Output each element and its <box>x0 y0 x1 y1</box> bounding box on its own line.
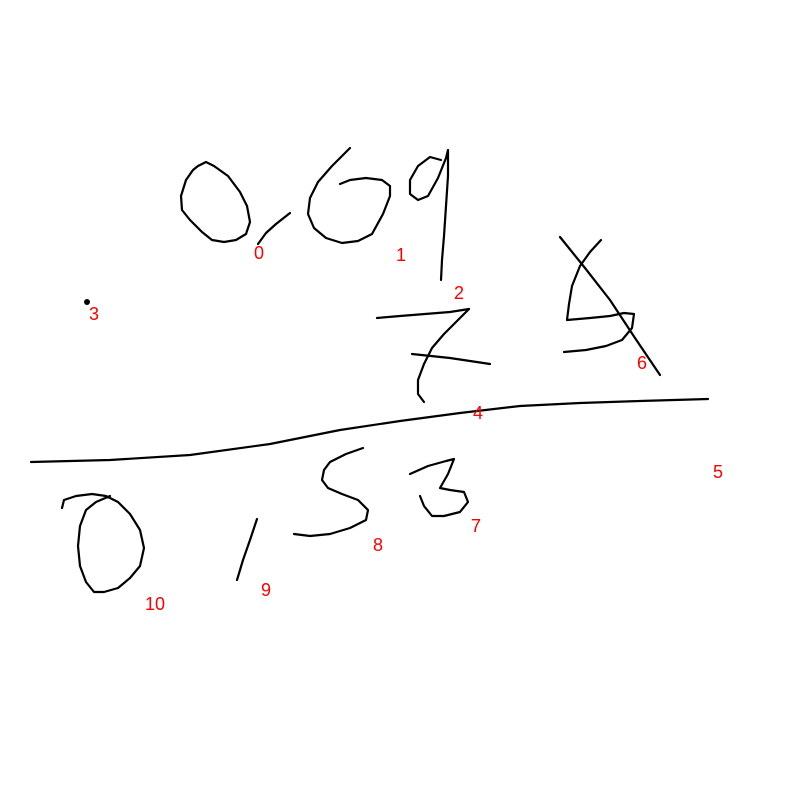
stroke-label-8: 8 <box>373 535 384 555</box>
ink-stroke-1 <box>306 146 392 245</box>
stroke-label-4: 4 <box>473 403 484 423</box>
ink-stroke-10 <box>60 492 146 594</box>
ink-stroke-0 <box>256 211 292 246</box>
stroke-label-6: 6 <box>637 353 648 373</box>
ink-stroke-6-stem <box>562 238 636 354</box>
ink-stroke-6-slash <box>558 235 662 377</box>
ink-stroke-4-top <box>375 307 471 320</box>
ink-stroke-4-bar <box>410 352 492 366</box>
stroke-label-10: 10 <box>145 594 166 614</box>
ink-stroke-3 <box>84 299 90 305</box>
ink-stroke-8 <box>292 446 370 538</box>
ink-stroke-7 <box>408 457 470 518</box>
stroke-label-0: 0 <box>254 243 265 263</box>
ink-stroke-upper-zero <box>179 160 252 244</box>
stroke-label-5: 5 <box>713 462 724 482</box>
stroke-label-3: 3 <box>89 304 100 324</box>
stroke-label-2: 2 <box>454 283 465 303</box>
stroke-label-1: 1 <box>396 245 407 265</box>
ink-stroke-2 <box>408 148 450 282</box>
stroke-label-7: 7 <box>471 516 482 536</box>
ink-stroke-5 <box>29 397 710 464</box>
stroke-label-9: 9 <box>261 580 272 600</box>
ink-stroke-9 <box>235 517 259 582</box>
